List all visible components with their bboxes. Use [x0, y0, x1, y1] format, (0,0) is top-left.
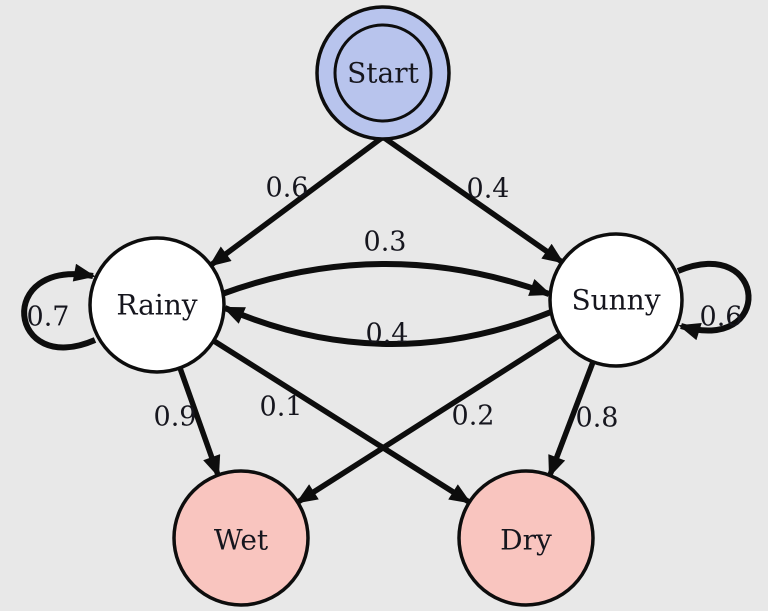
edge-label-start-sunny: 0.4 [467, 174, 510, 205]
node-rainy: Rainy [88, 236, 226, 374]
edge-label-rainy-loop: 0.7 [27, 302, 70, 333]
edge-label-rainy-sunny: 0.3 [364, 227, 407, 258]
node-start-label: Start [347, 57, 420, 90]
node-dry-label: Dry [500, 524, 552, 557]
node-wet: Wet [172, 469, 310, 607]
edge-start-to-rainy [208, 134, 385, 268]
edge-label-rainy-dry: 0.1 [260, 392, 303, 423]
edge-label-sunny-wet: 0.2 [452, 401, 495, 432]
node-rainy-circle [88, 236, 226, 374]
edge-rainy-to-sunny [220, 261, 552, 297]
node-sunny-circle [548, 232, 684, 368]
edge-sunny-to-rainy [222, 305, 553, 348]
node-dry-circle [457, 469, 595, 607]
edge-label-rainy-wet: 0.9 [154, 402, 197, 433]
node-wet-circle [172, 469, 310, 607]
edge-label-sunny-loop: 0.6 [700, 302, 743, 333]
node-dry: Dry [457, 469, 595, 607]
edge-sunny-to-wet [295, 332, 562, 505]
edge-label-sunny-rainy: 0.4 [366, 319, 409, 350]
node-sunny-label: Sunny [571, 284, 660, 317]
edge-label-sunny-dry: 0.8 [576, 403, 619, 434]
node-sunny: Sunny [548, 232, 684, 368]
edge-sunny-to-dry [547, 361, 596, 478]
edge-rainy-to-wet [177, 367, 221, 478]
node-wet-label: Wet [214, 524, 269, 557]
node-start: Start [315, 5, 451, 141]
node-rainy-label: Rainy [116, 289, 197, 322]
edge-sunny-self-loop [676, 261, 752, 341]
edge-start-to-sunny [381, 134, 565, 265]
edge-rainy-self-loop [21, 263, 97, 351]
edge-label-start-rainy: 0.6 [266, 173, 309, 204]
edge-rainy-to-dry [212, 338, 472, 505]
node-start-inner-circle [333, 23, 433, 123]
